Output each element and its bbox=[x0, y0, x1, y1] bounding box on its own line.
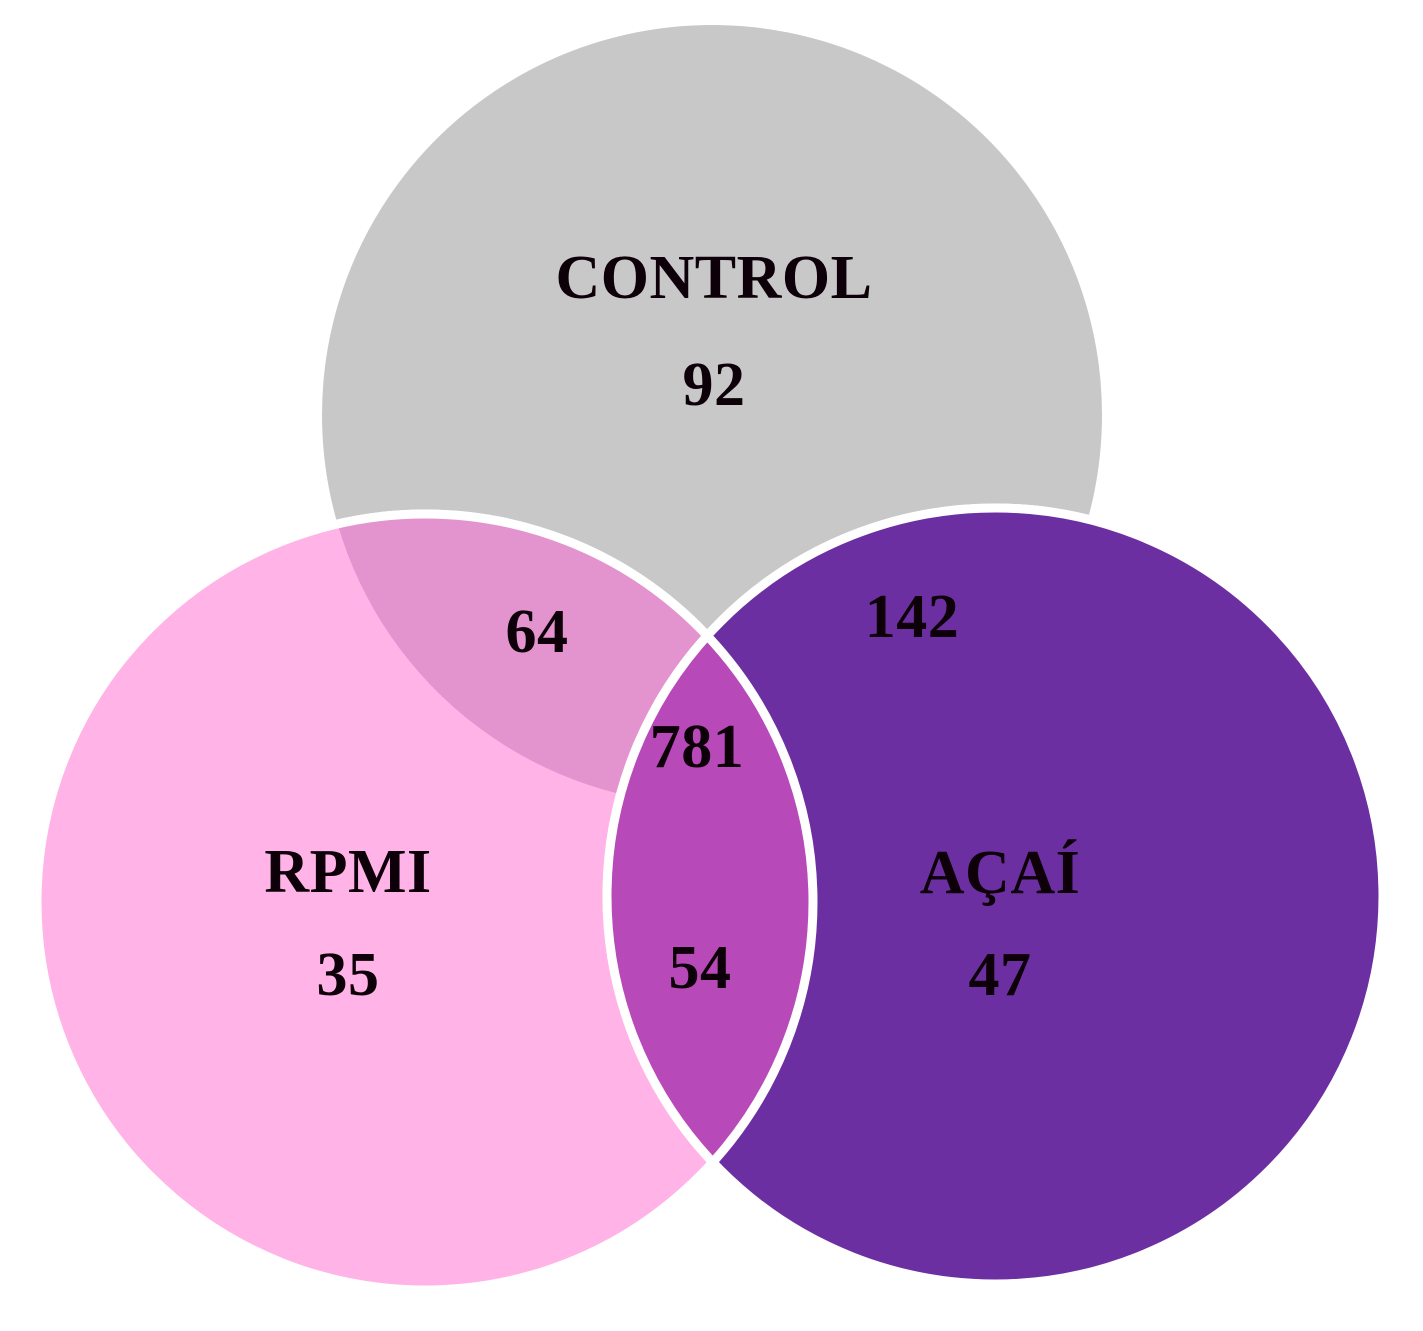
circle-boundary-strokes bbox=[32, 503, 1388, 1295]
acai-circle-fill bbox=[607, 508, 1383, 1284]
acai-boundary-stroke bbox=[602, 503, 1388, 1289]
rpmi-boundary-stroke bbox=[32, 509, 818, 1295]
